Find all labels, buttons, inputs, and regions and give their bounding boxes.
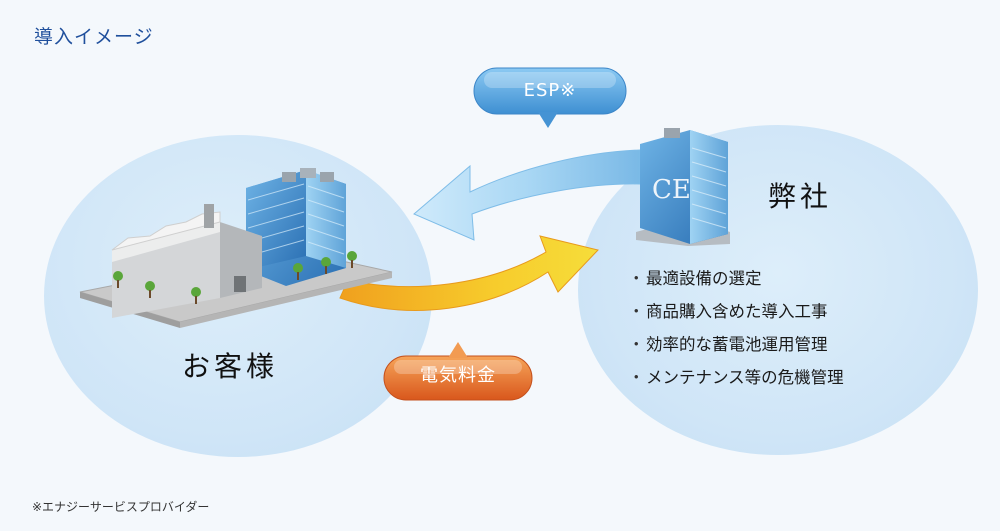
page-title: 導入イメージ <box>34 26 154 48</box>
service-item: ・効率的な蓄電池運用管理 <box>628 335 828 354</box>
fee-bubble-label: 電気料金 <box>420 365 496 386</box>
service-item-label: 効率的な蓄電池運用管理 <box>646 335 828 354</box>
esp-arrow <box>413 149 641 241</box>
service-item-label: 商品購入含めた導入工事 <box>646 302 828 321</box>
service-item-label: メンテナンス等の危機管理 <box>646 368 844 387</box>
fee-bubble <box>383 342 533 401</box>
footnote: ※エナジーサービスプロバイダー <box>32 500 210 514</box>
service-item: ・商品購入含めた導入工事 <box>628 302 828 321</box>
customer-buildings-icon <box>79 168 393 328</box>
fee-arrow <box>339 235 599 311</box>
esp-bubble <box>473 67 627 128</box>
company-label: 弊社 <box>768 180 833 213</box>
tree-icon <box>113 251 357 304</box>
service-list: ・最適設備の選定 ・商品購入含めた導入工事 ・効率的な蓄電池運用管理 ・メンテナ… <box>628 262 844 394</box>
service-item-label: 最適設備の選定 <box>646 269 762 288</box>
service-item: ・最適設備の選定 <box>628 269 762 288</box>
svg-text:CE: CE <box>652 175 691 205</box>
esp-bubble-label: ESP※ <box>523 80 577 101</box>
company-tower-icon: CE <box>636 128 730 246</box>
customer-label: お客様 <box>182 350 279 383</box>
service-item: ・メンテナンス等の危機管理 <box>628 368 844 387</box>
